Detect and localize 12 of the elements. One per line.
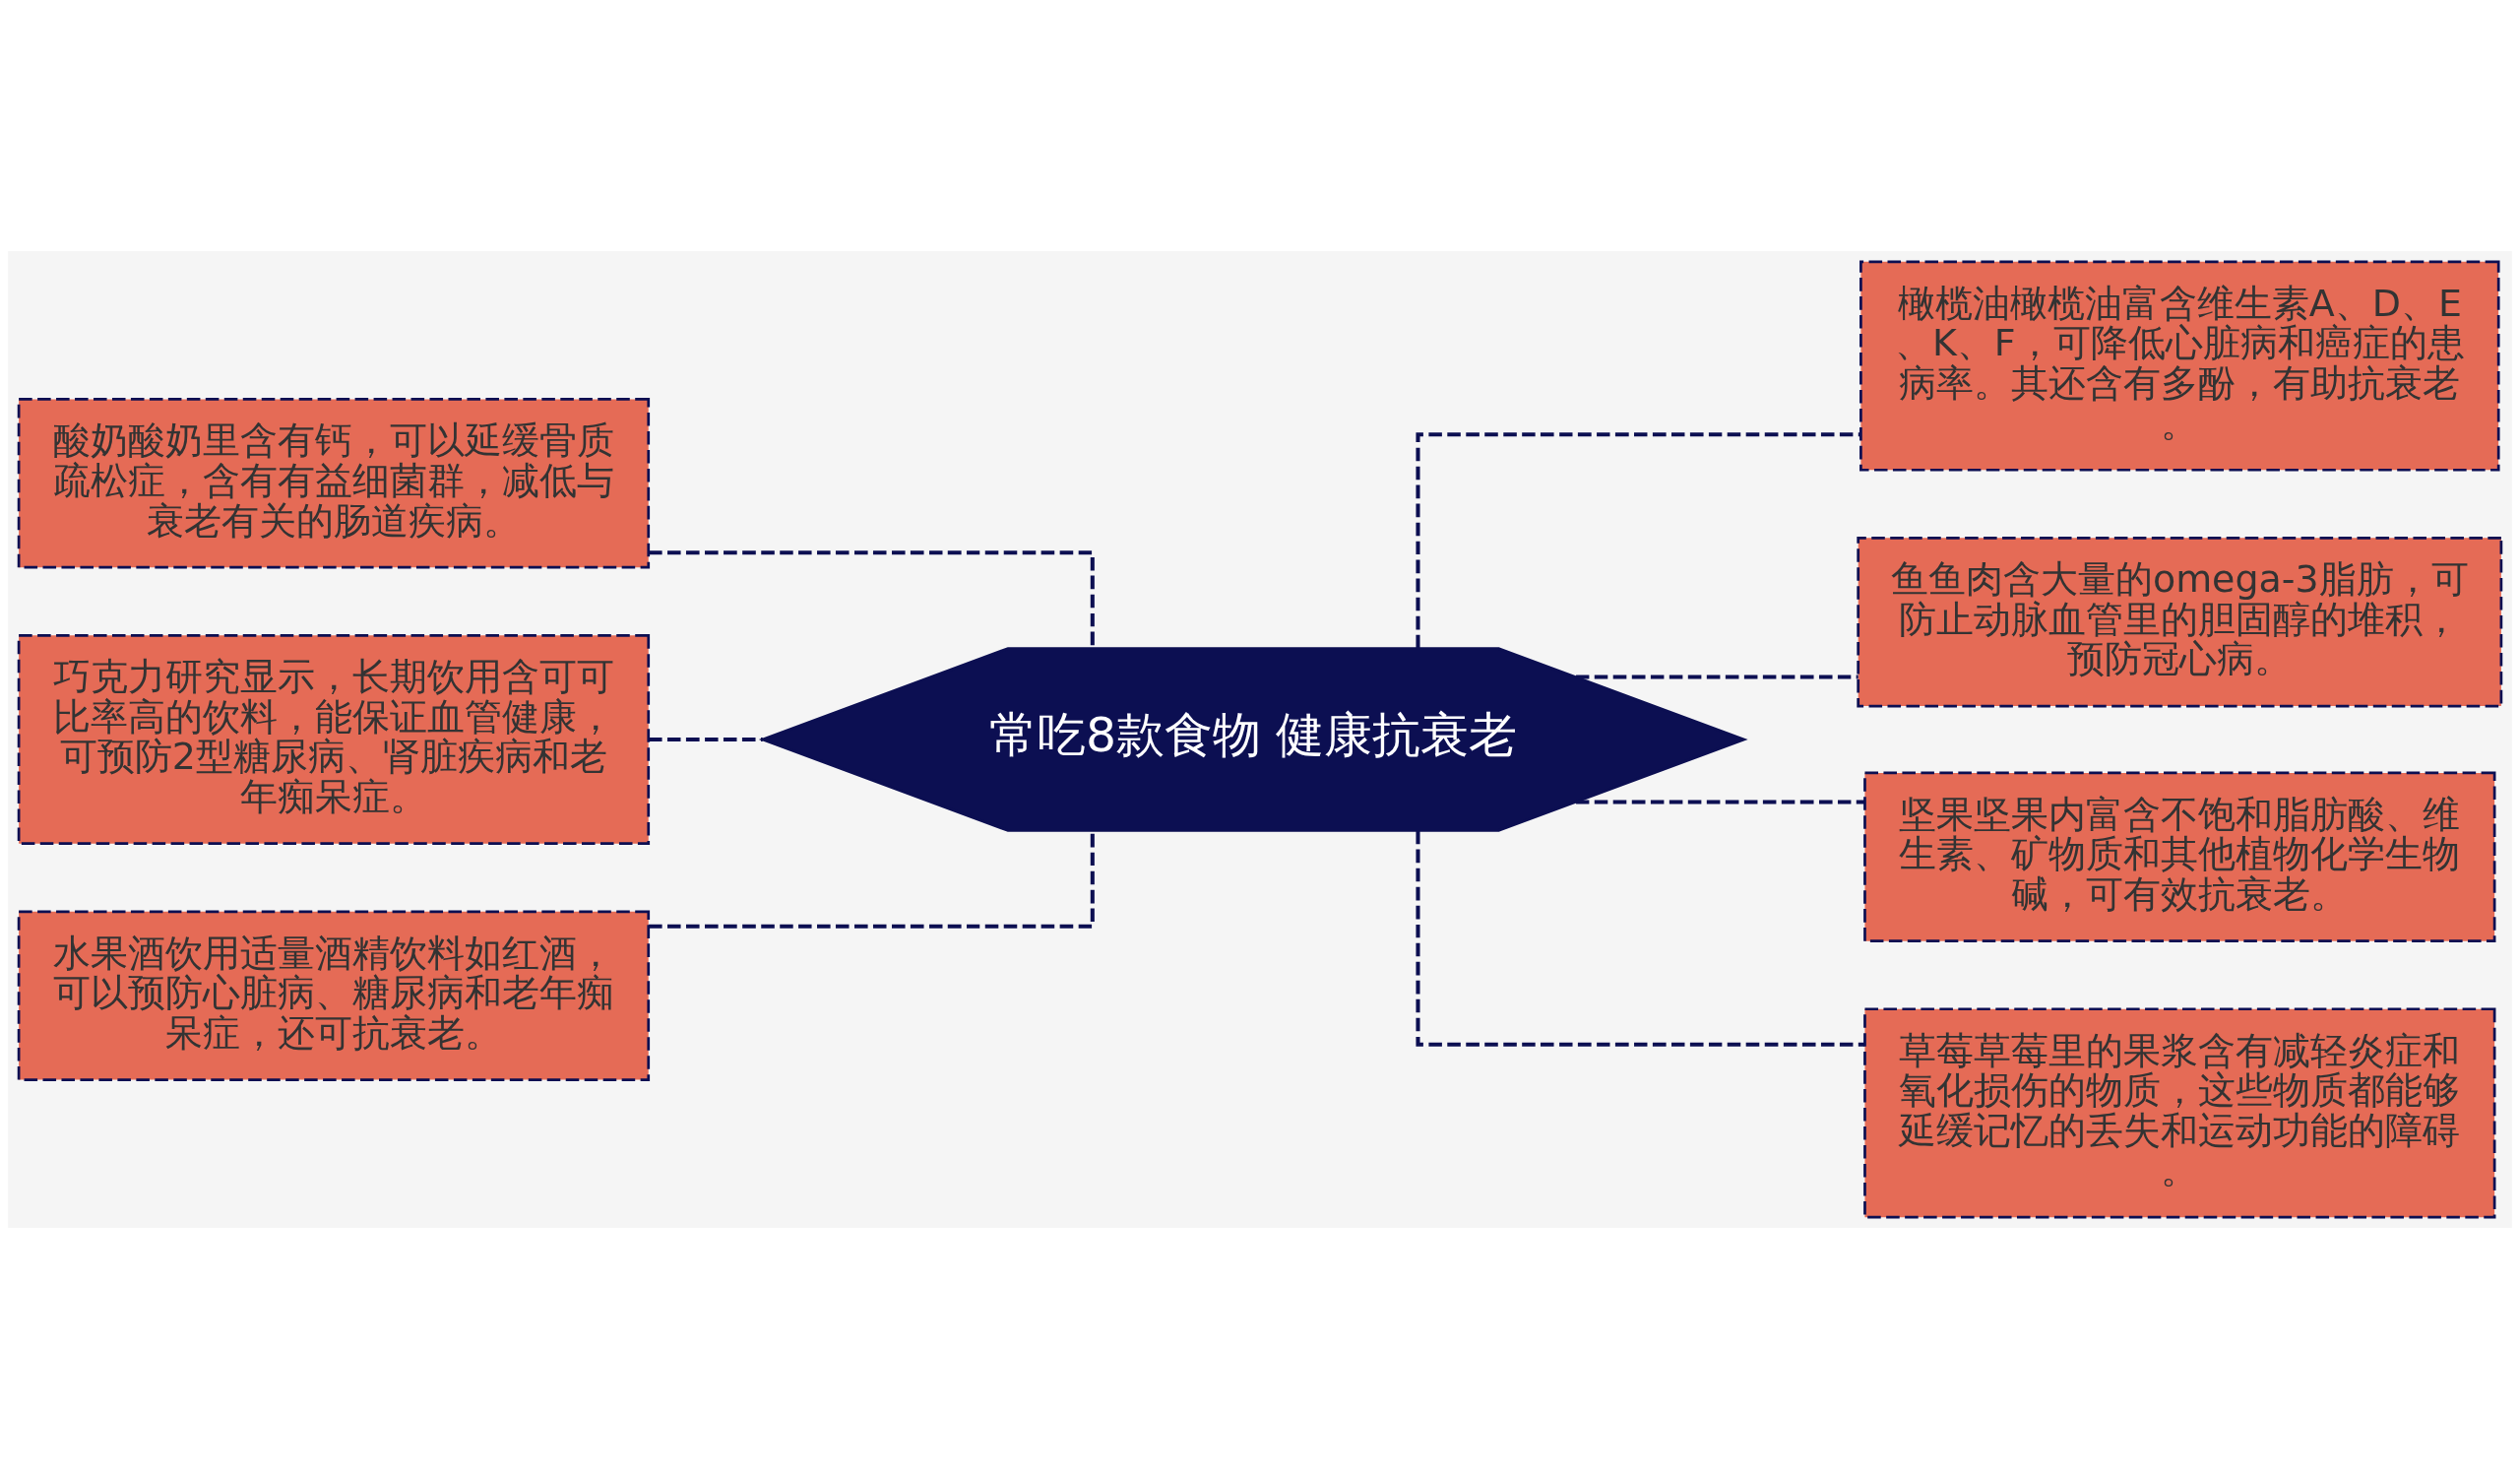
node-box: 巧克力研究显示，长期饮用含可可比率高的饮料，能保证血管健康，可预防2型糖尿病、肾脏疾病和老年痴呆症。 [17, 633, 651, 846]
connector [649, 737, 763, 742]
connector [1416, 830, 1864, 1047]
node-box: 坚果坚果内富含不饱和脂肪酸、维生素、矿物质和其他植物化学生物碱，可有效抗衰老。 [1863, 771, 2496, 942]
node-box: 草莓草莓里的果浆含有减轻炎症和氧化损伤的物质，这些物质都能够延缓记忆的丢失和运动功能的障碍。 [1863, 1007, 2496, 1219]
node-box: 酸奶酸奶里含有钙，可以延缓骨质疏松症，含有有益细菌群，减低与衰老有关的肠道疾病。 [17, 398, 651, 569]
connector [1576, 675, 1858, 679]
node-box: 鱼鱼肉含大量的omega-3脂肪，可防止动脉血管里的胆固醇的堆积，预防冠心病。 [1857, 537, 2503, 708]
node-box: 橄榄油橄榄油富含维生素A、D、E、K、F，可降低心脏病和癌症的患病率。其还含有多酚，有助抗衰老。 [1859, 260, 2500, 472]
connector [1416, 432, 1860, 649]
node-box: 水果酒饮用适量酒精饮料如红酒，可以预防心脏病、糖尿病和老年痴呆症，还可抗衰老。 [17, 910, 651, 1081]
connector [1576, 800, 1864, 804]
